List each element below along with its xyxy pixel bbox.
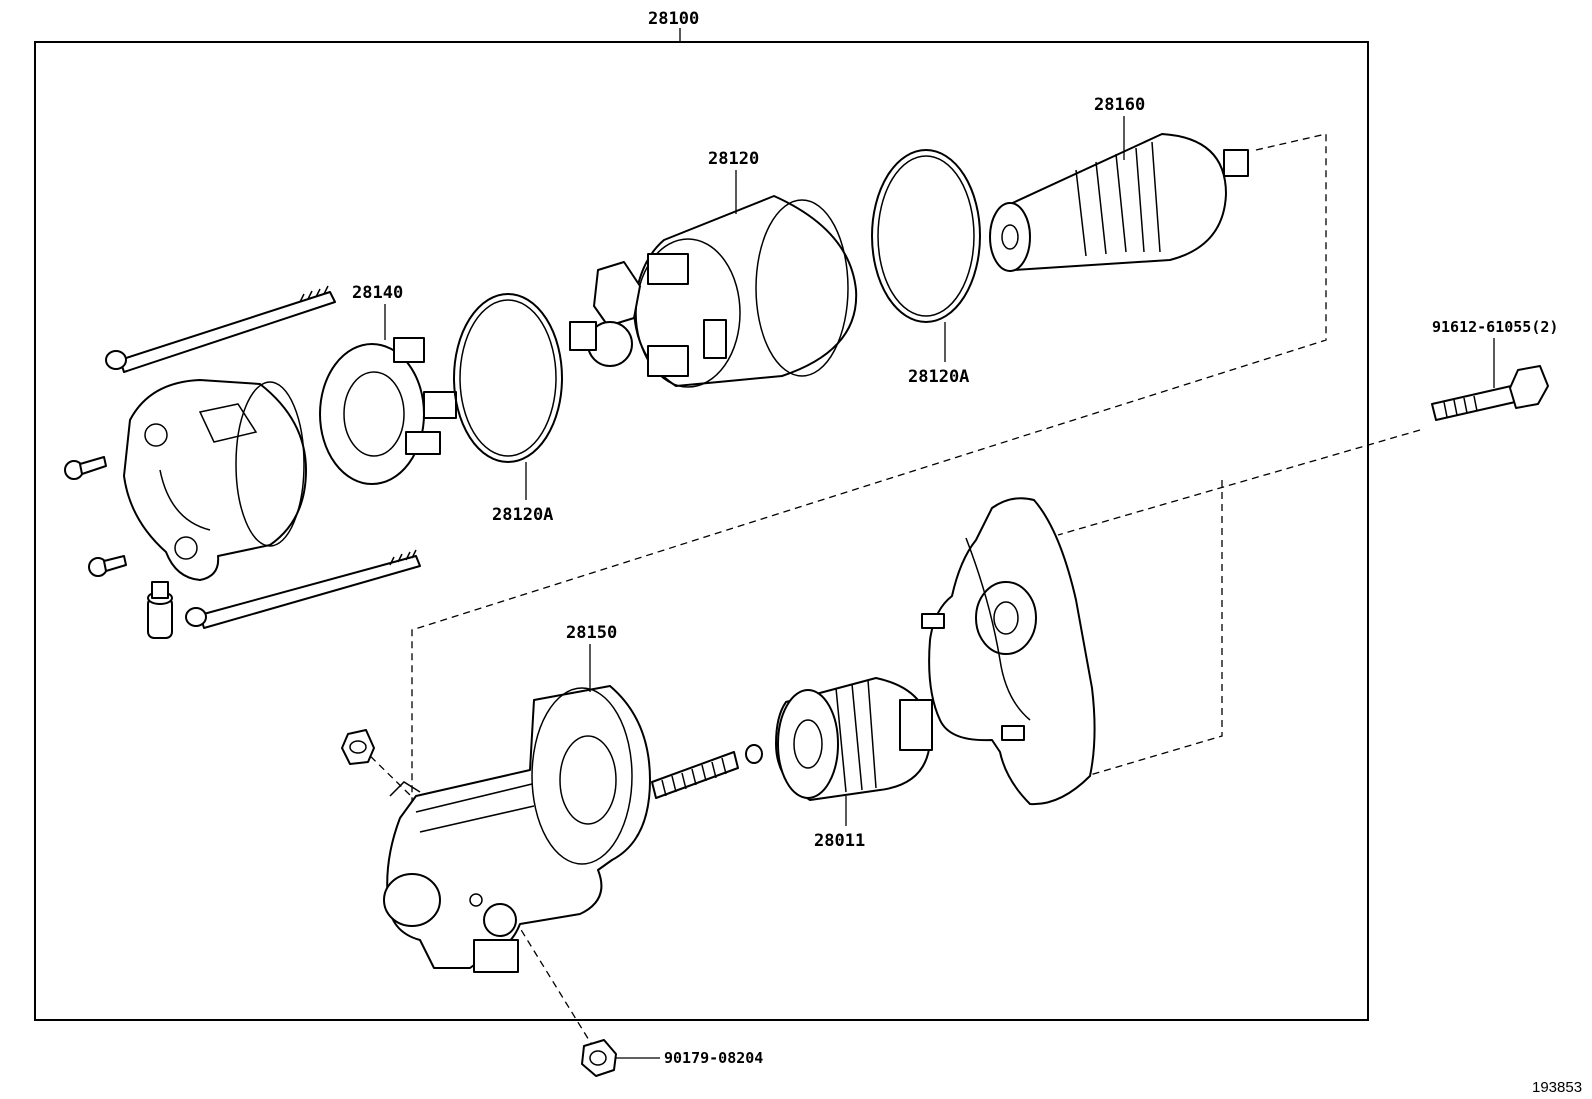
assembly-frame xyxy=(34,41,1369,1021)
o-ring-left xyxy=(453,293,563,500)
through-bolt-lower xyxy=(185,549,421,629)
label-o-ring-right[interactable]: 28120A xyxy=(908,367,969,387)
o-ring-right xyxy=(871,149,981,362)
label-assembly[interactable]: 28100 xyxy=(648,9,699,29)
screw-upper xyxy=(64,456,107,480)
label-armature[interactable]: 28160 xyxy=(1094,95,1145,115)
return-spring xyxy=(651,751,739,799)
label-terminal-nut[interactable]: 90179-08204 xyxy=(664,1049,763,1067)
label-starter-housing[interactable]: 28150 xyxy=(566,623,617,643)
figure-ref-number: 193853 xyxy=(1532,1079,1582,1096)
brush-holder xyxy=(319,304,457,485)
terminal-nut xyxy=(581,1039,660,1077)
drive-housing xyxy=(921,497,1096,806)
label-mounting-bolt[interactable]: 91612-61055(2) xyxy=(1432,318,1558,336)
magnetic-switch-solenoid xyxy=(569,170,858,388)
screw-lower xyxy=(88,555,127,577)
through-bolt-upper xyxy=(105,285,336,373)
label-brush-holder[interactable]: 28140 xyxy=(352,283,403,303)
steel-ball xyxy=(745,744,763,764)
mounting-bolt xyxy=(1431,338,1549,421)
commutator-end-frame xyxy=(123,379,307,581)
rubber-cap xyxy=(341,729,375,765)
armature xyxy=(989,116,1249,272)
label-pinion-clutch[interactable]: 28011 xyxy=(814,831,865,851)
terminal-stud xyxy=(147,581,173,639)
pinion-clutch xyxy=(775,677,933,826)
label-solenoid[interactable]: 28120 xyxy=(708,149,759,169)
starter-housing xyxy=(383,644,651,973)
assembly-guide-lines xyxy=(361,133,1421,1046)
label-o-ring-left[interactable]: 28120A xyxy=(492,505,553,525)
